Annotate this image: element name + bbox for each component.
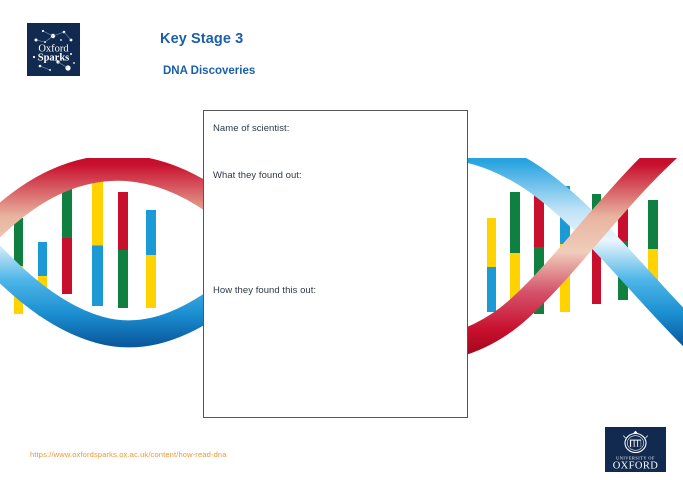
- field-label-name-of-scientist: Name of scientist:: [213, 123, 290, 134]
- oxford-logo-line1: UNIVERSITY OF: [616, 456, 655, 461]
- page-title: Key Stage 3: [160, 31, 244, 47]
- oxford-logo-line2: OXFORD: [613, 461, 659, 472]
- title-block: Key Stage 3 DNA Discoveries: [160, 30, 460, 79]
- sparks-logo-text-sparks: Sparks: [38, 53, 70, 64]
- university-of-oxford-logo: UNIVERSITY OF OXFORD: [605, 427, 666, 472]
- page-header: Oxford Sparks Key Stage 3 DNA Discoverie…: [0, 0, 683, 100]
- field-label-what-they-found-out: What they found out:: [213, 170, 302, 181]
- oxford-sparks-logo: Oxford Sparks: [27, 23, 80, 76]
- field-label-how-they-found-this-out: How they found this out:: [213, 285, 317, 296]
- source-url-link[interactable]: https://www.oxfordsparks.ox.ac.uk/conten…: [30, 450, 227, 459]
- oxford-crest-icon: [623, 430, 648, 454]
- page-subtitle: DNA Discoveries: [163, 65, 256, 77]
- sparks-logo-text-oxford: Oxford: [38, 44, 69, 55]
- worksheet-answer-box[interactable]: Name of scientist: What they found out: …: [203, 110, 468, 418]
